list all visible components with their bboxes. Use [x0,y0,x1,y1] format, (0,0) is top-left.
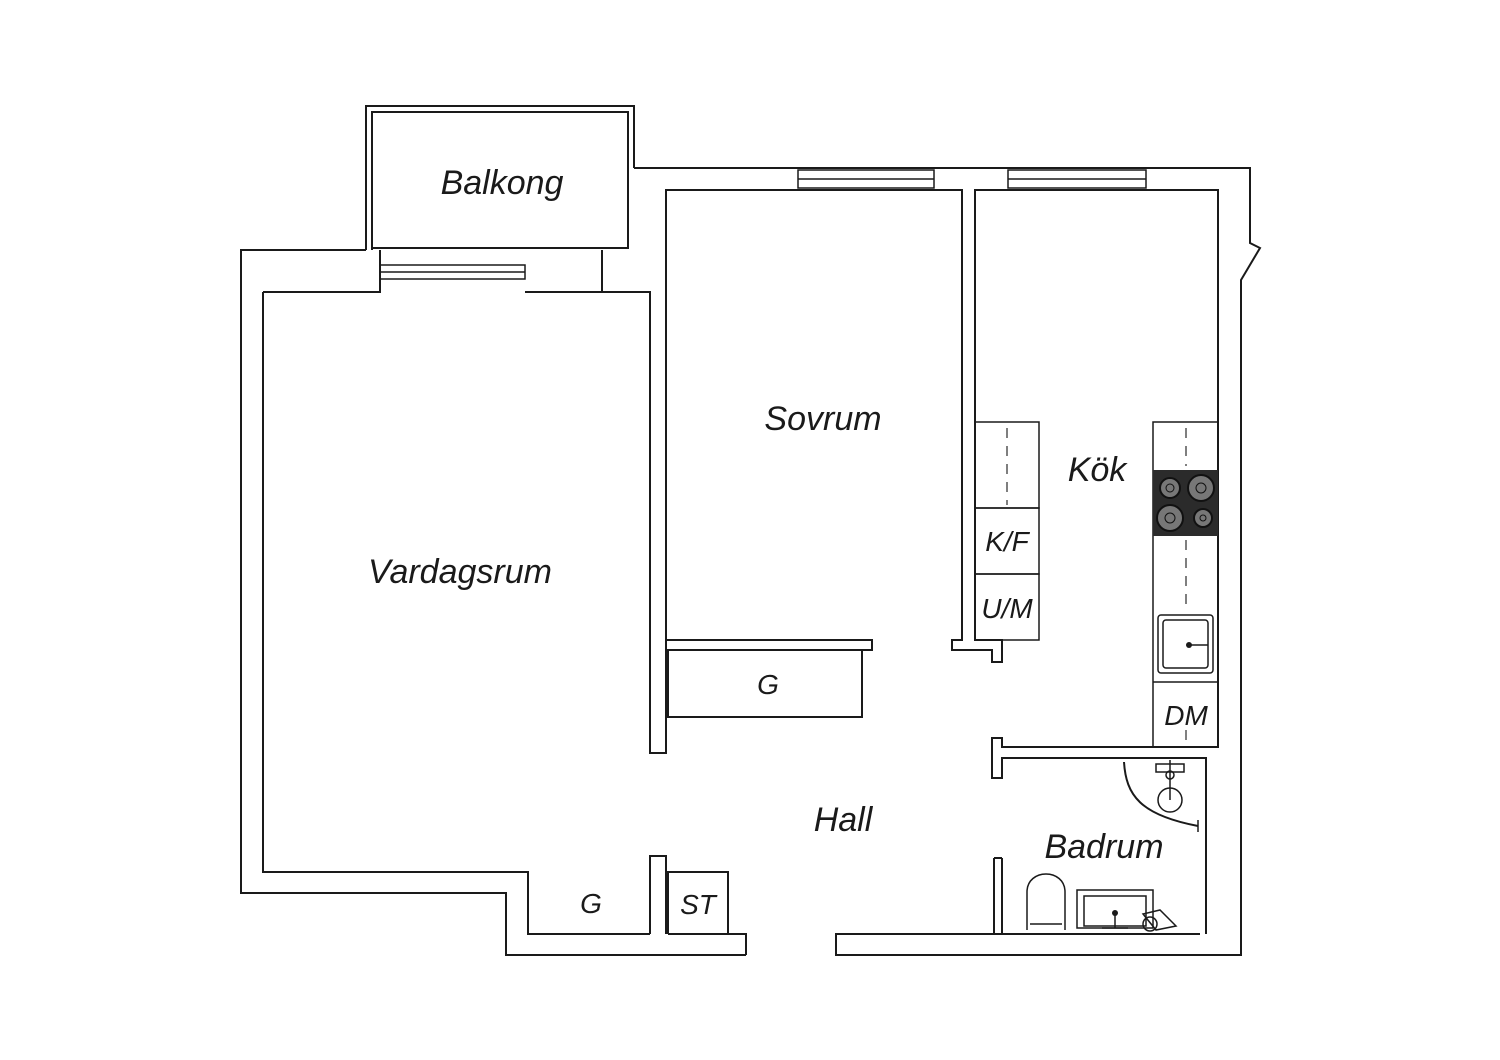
room-label-badrum: Badrum [1044,828,1163,866]
room-label-sovrum: Sovrum [764,400,881,438]
bathroom-sink-icon [1076,889,1178,932]
stove-icon [1153,470,1218,536]
balcony [365,105,635,250]
outer-walls [240,167,1262,956]
window-bedroom [797,169,935,189]
label-wardrobe-hall: G [757,669,779,700]
label-fridge-freezer: K/F [985,526,1030,557]
window-living [379,264,526,280]
kitchen-left-counter [974,421,1040,641]
room-label-balkong: Balkong [441,164,564,202]
kitchen-right-counter [1152,421,1219,748]
kitchen-sink-icon [1157,614,1214,674]
label-oven-microwave: U/M [981,593,1033,624]
room-label-kok: Kök [1068,451,1129,489]
label-wardrobe-bottom: G [580,888,602,919]
label-dishwasher: DM [1164,700,1208,731]
bedroom-walls [665,189,1219,934]
window-kitchen [1007,169,1147,189]
room-label-vardagsrum: Vardagsrum [368,553,552,591]
room-label-hall: Hall [814,801,874,839]
shower-icon [1123,760,1199,832]
label-storage: ST [680,889,718,920]
storage-g-bottom [649,855,729,934]
toilet-icon [1026,873,1066,930]
